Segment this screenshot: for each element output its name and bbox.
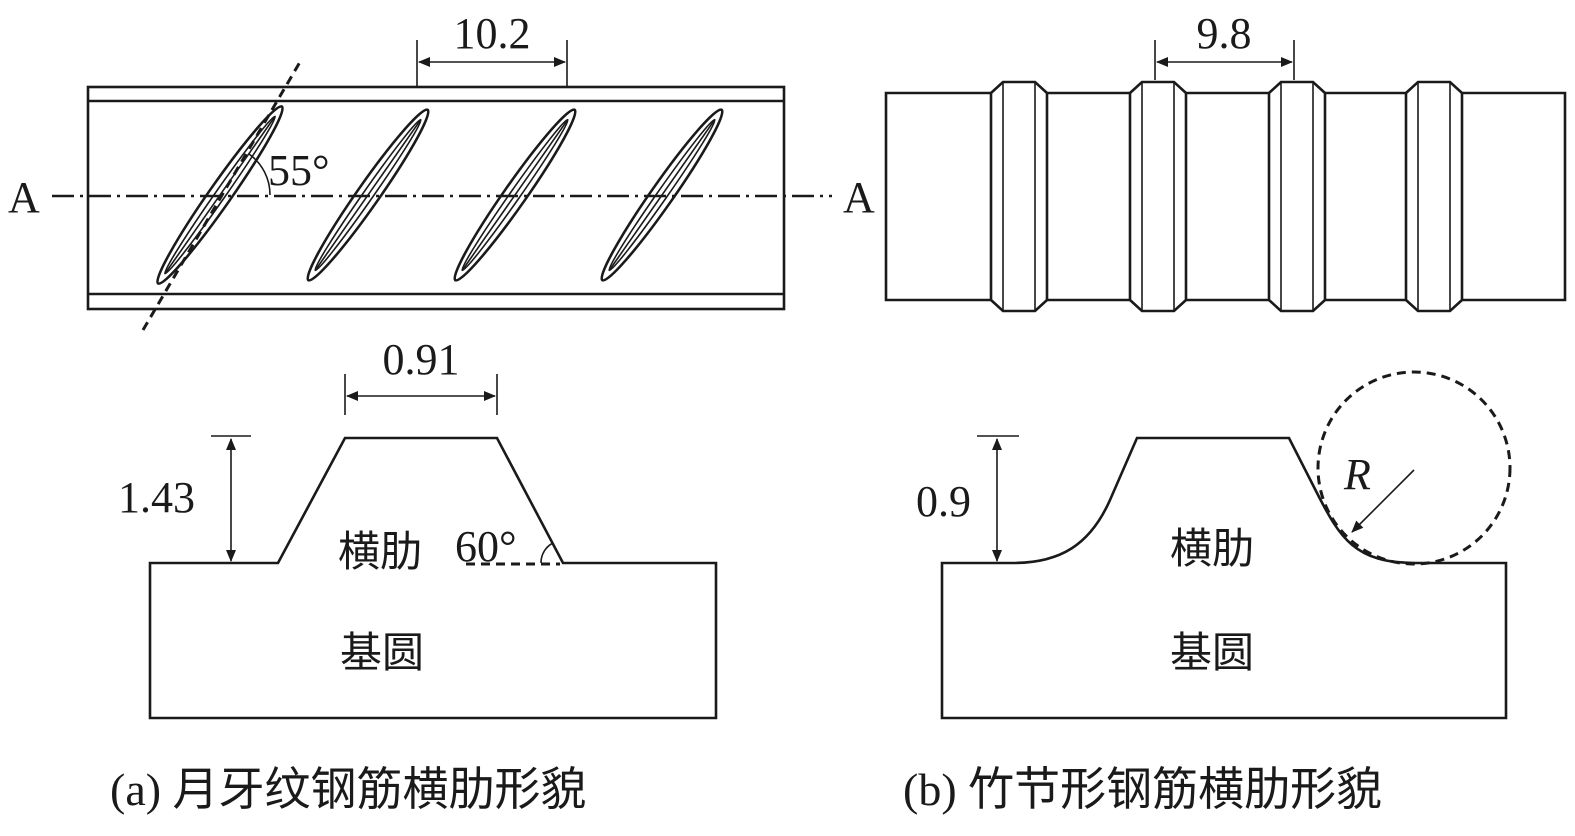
fillet-radius-circle (1316, 370, 1512, 566)
bamboo-rib-1 (989, 80, 1049, 313)
angle-60-label: 60° (455, 522, 517, 571)
rib-height-label-b: 0.9 (916, 477, 971, 526)
bar-segment-5 (1462, 91, 1567, 302)
bar-segment-1 (884, 91, 991, 302)
base-label-a: 基圆 (340, 628, 424, 677)
rib-height-label-a: 1.43 (118, 473, 195, 522)
spacing-label-b: 9.8 (1197, 9, 1252, 58)
panel-a-cross-section (148, 374, 718, 720)
rib-width-label: 0.91 (383, 335, 460, 384)
section-outline-b (940, 436, 1508, 720)
caption-b: (b) 竹节形钢筋横肋形貌 (903, 764, 1382, 815)
bamboo-rib-3 (1267, 80, 1327, 313)
spacing-label-a: 10.2 (454, 9, 531, 58)
radius-label: R (1343, 450, 1371, 499)
base-label-b: 基圆 (1170, 628, 1254, 677)
section-outline-a (148, 436, 718, 720)
bar-outline-a (86, 85, 786, 311)
angle-55-arc (248, 153, 271, 196)
rib-label-b: 横肋 (1170, 524, 1254, 573)
caption-a: (a) 月牙纹钢筋横肋形貌 (110, 764, 587, 815)
rib-label-a: 横肋 (338, 527, 422, 576)
section-label-right: A (843, 173, 875, 222)
panel-a-bar-top-view (52, 40, 832, 331)
angle-55-label: 55° (268, 146, 330, 195)
bamboo-rib-4 (1404, 80, 1464, 313)
panel-b-cross-section (940, 370, 1512, 720)
radius-arrow (1351, 469, 1415, 533)
angle-60-arc (540, 542, 554, 564)
panel-b-bar-top-view (884, 40, 1567, 313)
bamboo-rib-2 (1128, 80, 1188, 313)
section-label-left: A (8, 173, 40, 222)
